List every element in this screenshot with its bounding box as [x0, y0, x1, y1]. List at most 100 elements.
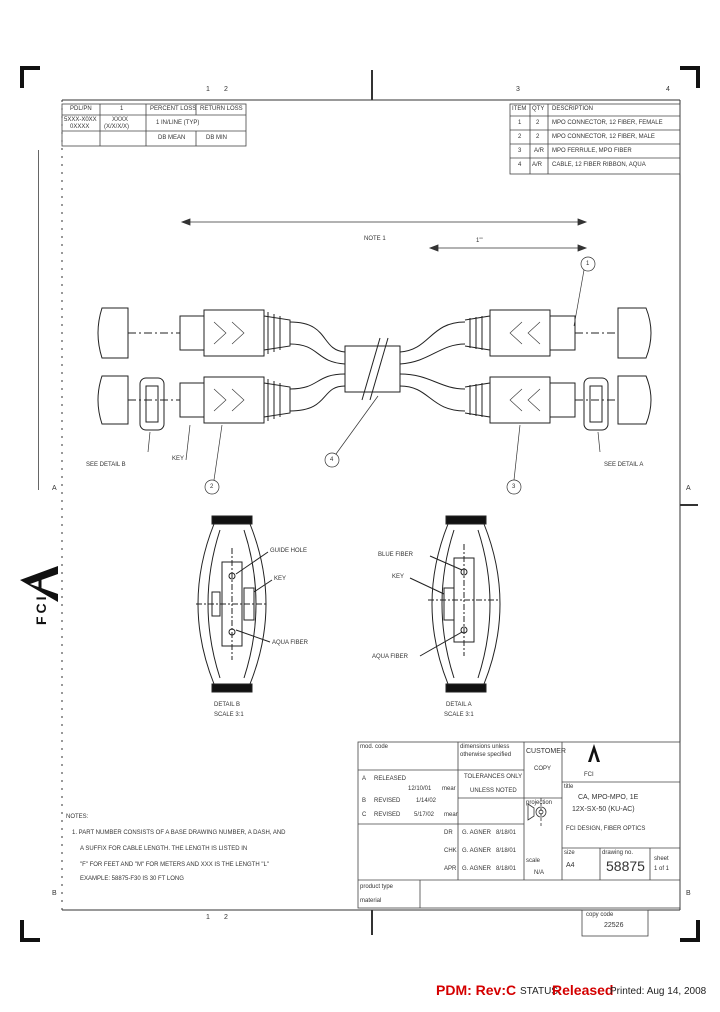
overall-length-dimension: NOTE 1: [364, 236, 386, 242]
parts-row-qty: 2: [536, 134, 540, 140]
mod-code-label: mod. code: [360, 744, 389, 750]
size-label: size: [564, 850, 575, 856]
title-line-2: 12X-SX-50 (KU-AC): [572, 806, 635, 813]
detail-b-aqua-fiber-label: AQUA FIBER: [272, 640, 309, 646]
pdm-revision: PDM: Rev:C: [436, 982, 517, 998]
left-info-table: [61, 103, 247, 147]
approval-date: 8/18/01: [496, 848, 517, 854]
status-value: Released: [552, 982, 614, 998]
connector-details: [213, 321, 541, 412]
zone-label-side-b-right: B: [686, 890, 691, 897]
dims-note-line-2: otherwise specified: [460, 752, 512, 758]
revision-desc: REVISED: [374, 812, 401, 818]
sheet-label: sheet: [654, 856, 669, 862]
detail-a-aqua-fiber-label: AQUA FIBER: [372, 654, 409, 660]
left-scale-dots: [38, 150, 39, 490]
revision-by: mear: [444, 812, 458, 818]
approval-name: G. AGNER: [462, 866, 492, 872]
zone-label-top-4: 4: [666, 86, 670, 93]
revision-by: mear: [442, 786, 456, 792]
side-fci-wordmark: FCI: [33, 593, 49, 625]
zone-label-side-b-left: B: [52, 890, 57, 897]
callout-balloon-2: 2: [210, 484, 214, 490]
parts-header-item: ITEM: [512, 106, 527, 112]
material-label: material: [360, 898, 382, 904]
copy-code-label: copy code: [586, 912, 614, 918]
detail-b-scale: SCALE 3:1: [214, 712, 244, 718]
callout-balloon-1: 1: [586, 261, 590, 267]
status-label: STATUS: [520, 986, 558, 997]
scale-value: N/A: [534, 870, 545, 876]
approval-role: CHK: [444, 848, 457, 854]
notes-line: EXAMPLE: 58875-F30 IS 30 FT LONG: [80, 876, 184, 882]
parts-row-qty: A/R: [532, 162, 543, 168]
revision-desc: RELEASED: [374, 776, 407, 782]
breakout-length-dimension: 1'": [476, 238, 483, 244]
detail-a-blue-fiber-label: BLUE FIBER: [378, 552, 414, 558]
zone-label-bottom-1: 1: [206, 914, 210, 921]
left-table-header-3: RETURN LOSS: [200, 106, 243, 112]
revision-desc: REVISED: [374, 798, 401, 804]
copy-label: COPY: [534, 766, 552, 772]
detail-b-key-label: KEY: [274, 576, 287, 582]
parts-row-description: MPO CONNECTOR, 12 FIBER, MALE: [552, 134, 655, 140]
side-fci-logo: [20, 566, 58, 602]
parts-row-qty: 2: [536, 120, 540, 126]
revision-letter: C: [362, 812, 367, 818]
callout-leaders: [147, 256, 601, 495]
unless-noted-label: UNLESS NOTED: [470, 788, 517, 794]
title-block-grid: [357, 741, 681, 937]
parts-row-description: MPO CONNECTOR, 12 FIBER, FEMALE: [552, 120, 663, 126]
drawing-number-label: drawing no.: [602, 850, 634, 856]
callout-balloon-3: 3: [512, 484, 516, 490]
parts-row-item: 1: [518, 120, 522, 126]
zone-label-top-2: 2: [224, 86, 228, 93]
drawing-number: 58875: [606, 858, 645, 874]
detail-a-scale: SCALE 3:1: [444, 712, 474, 718]
approval-date: 8/18/01: [496, 830, 517, 836]
zone-label-top-3: 3: [516, 86, 520, 93]
revision-date: 5/17/02: [414, 812, 435, 818]
projection-label: projection: [526, 800, 553, 806]
detail-a-caption: DETAIL A: [446, 702, 472, 708]
revision-date: 1/14/02: [416, 798, 437, 804]
left-table-r2c1: (X/X/X/X): [104, 124, 130, 130]
zone-label-bottom-2: 2: [224, 914, 228, 921]
detail-b-guide-hole-label: GUIDE HOLE: [270, 548, 308, 554]
approval-date: 8/18/01: [496, 866, 517, 872]
detail-b-drawing: [196, 515, 273, 693]
dimension-lines: [180, 218, 588, 252]
approval-role: APR: [444, 866, 457, 872]
approval-name: G. AGNER: [462, 848, 492, 854]
company-name: FCI: [584, 772, 594, 778]
detail-a-key-label: KEY: [392, 574, 405, 580]
size-value: A4: [566, 862, 575, 869]
title-subtitle: FCI DESIGN, FIBER OPTICS: [566, 826, 646, 832]
parts-list-table: [509, 103, 681, 175]
notes-line: 1. PART NUMBER CONSISTS OF A BASE DRAWIN…: [72, 830, 286, 836]
projection-symbol: [527, 798, 547, 826]
parts-row-item: 3: [518, 148, 522, 154]
parts-row-description: CABLE, 12 FIBER RIBBON, AQUA: [552, 162, 646, 168]
parts-row-description: MPO FERRULE, MPO FIBER: [552, 148, 632, 154]
left-table-header-2: PERCENT LOSS: [150, 106, 197, 112]
revision-letter: A: [362, 776, 367, 782]
title-line-1: CA, MPO-MPO, 1E: [578, 794, 639, 801]
left-table-r1c1: XXXX: [112, 117, 129, 123]
approval-role: DR: [444, 830, 453, 836]
key-label: KEY: [172, 456, 185, 462]
title-label: title: [564, 784, 574, 790]
parts-row-qty: A/R: [534, 148, 545, 154]
cable-assembly: [97, 307, 652, 431]
approval-name: G. AGNER: [462, 830, 492, 836]
left-table-header-1: 1: [120, 106, 124, 112]
parts-row-item: 2: [518, 134, 522, 140]
parts-header-description: DESCRIPTION: [552, 106, 594, 112]
zone-label-top-1: 1: [206, 86, 210, 93]
see-detail-a-label: SEE DETAIL A: [604, 462, 644, 468]
scale-label: scale: [526, 858, 541, 864]
left-table-r1c0: 5XXX-X0XX: [64, 117, 97, 123]
see-detail-b-label: SEE DETAIL B: [86, 462, 126, 468]
product-type-label: product type: [360, 884, 394, 890]
